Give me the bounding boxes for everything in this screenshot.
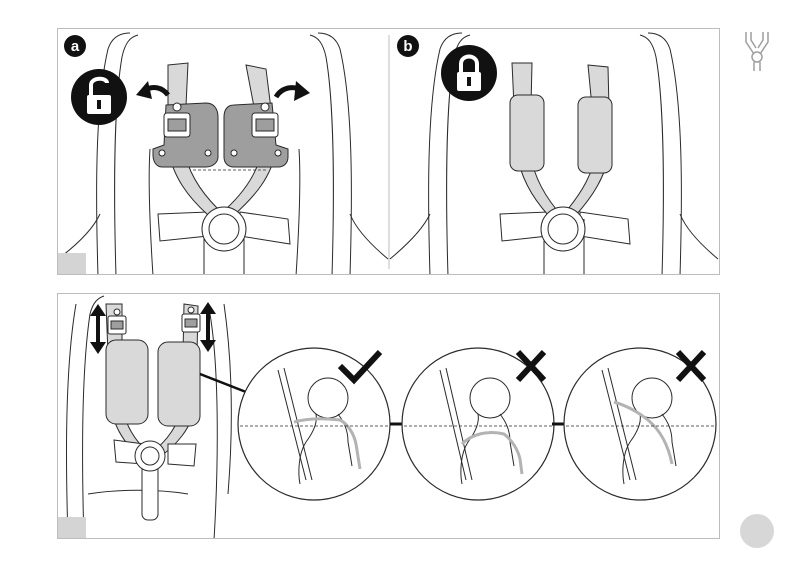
top-illustration-panel: a xyxy=(57,28,720,275)
bottom-illustration xyxy=(58,294,720,539)
step-number-box xyxy=(58,253,86,274)
harness-section-icon xyxy=(742,30,772,72)
central-buckle-a xyxy=(202,207,246,251)
check-circle-correct xyxy=(238,348,390,500)
bottom-illustration-panel xyxy=(57,293,720,539)
arrow-out-left-icon xyxy=(136,81,168,99)
central-buckle-b xyxy=(541,207,585,251)
arrow-out-right-icon xyxy=(276,81,310,101)
callout-pointer xyxy=(200,374,246,392)
pad-buckles-a xyxy=(164,103,278,137)
top-illustration: a xyxy=(58,29,720,275)
shoulder-pads-b xyxy=(510,95,612,173)
step-number-box xyxy=(58,517,86,538)
lap-belt-bottom xyxy=(114,440,196,520)
panel-a-badge: a xyxy=(64,35,86,57)
page-number-badge xyxy=(740,514,774,548)
check-circle-incorrect-low xyxy=(402,348,554,500)
panel-b-badge: b xyxy=(397,35,419,57)
shoulder-pads-bottom xyxy=(106,340,200,426)
svg-text:a: a xyxy=(71,38,80,55)
locked-padlock-icon xyxy=(441,45,497,101)
svg-text:b: b xyxy=(403,38,412,55)
unlocked-padlock-icon xyxy=(71,69,127,125)
